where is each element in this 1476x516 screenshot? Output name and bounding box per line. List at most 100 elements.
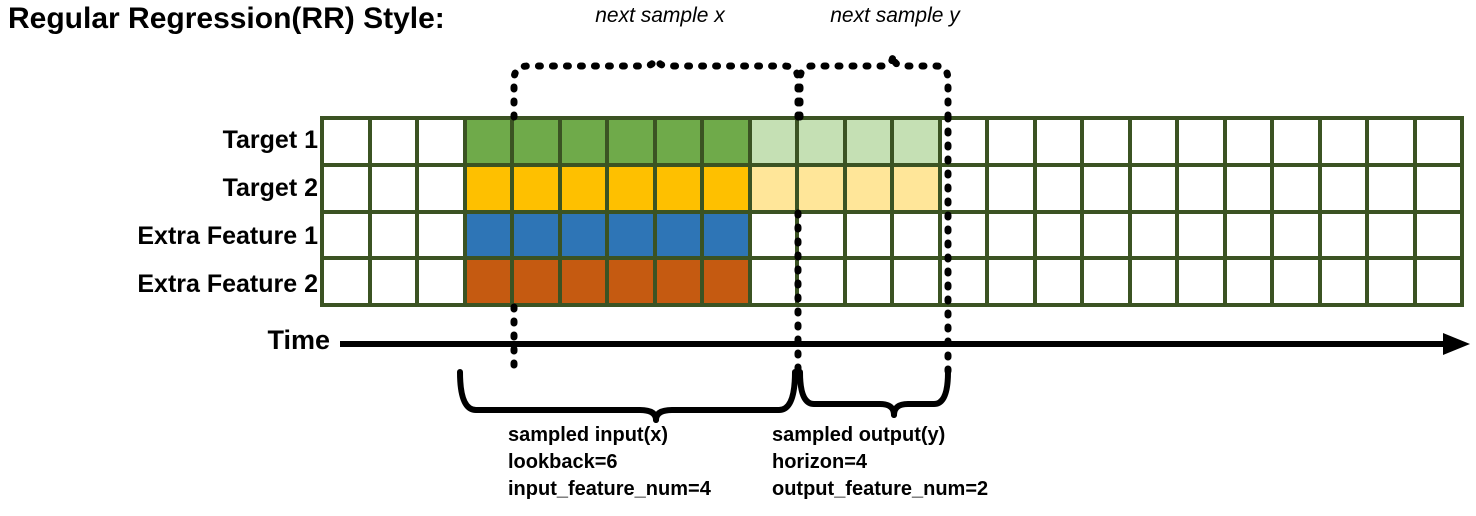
grid-cell-r2-c9 [704,166,748,210]
grid-cell-r2-c15 [989,166,1033,210]
page-title: Regular Regression(RR) Style: [8,2,445,35]
grid-cell-r1-c19 [1179,120,1223,163]
grid-cell-r3-c21 [1274,213,1318,257]
grid-cell-r1-c16 [1036,120,1080,163]
grid-cell-r4-c23 [1369,260,1413,303]
caption-sampled-input: sampled input(x) lookback=6 input_featur… [508,422,711,503]
grid-cell-r4-c20 [1226,260,1270,303]
row-label-extra-feature-1: Extra Feature 1 [137,222,318,250]
grid-cell-r4-c18 [1131,260,1175,303]
grid-cell-r1-c7 [609,120,653,163]
grid-cell-r3-c4 [466,213,510,257]
grid-cell-r1-c21 [1274,120,1318,163]
grid-cell-r2-c22 [1321,166,1365,210]
grid-cell-r1-c4 [466,120,510,163]
grid-cell-r2-c13 [894,166,938,210]
grid-cell-r1-c24 [1416,120,1460,163]
grid-cell-r1-c8 [656,120,700,163]
grid-cell-r4-c24 [1416,260,1460,303]
grid-cell-r4-c7 [609,260,653,303]
grid-cell-r4-c21 [1274,260,1318,303]
grid-cell-r1-c2 [371,120,415,163]
caption-sampled-input-lookback: lookback=6 [508,451,618,473]
grid-cell-r4-c19 [1179,260,1223,303]
grid-cell-r2-c18 [1131,166,1175,210]
row-label-extra-feature-2: Extra Feature 2 [137,270,318,298]
grid-cell-r1-c9 [704,120,748,163]
grid-cell-r4-c9 [704,260,748,303]
grid-cell-r4-c12 [846,260,890,303]
grid-cell-r2-c14 [941,166,985,210]
grid-cell-r1-c3 [419,120,463,163]
grid-cell-r4-c1 [324,260,368,303]
grid-cell-r2-c1 [324,166,368,210]
grid-cell-r4-c2 [371,260,415,303]
grid-cell-r2-c5 [514,166,558,210]
time-axis-arrow [340,333,1470,355]
grid-cell-r2-c3 [419,166,463,210]
caption-next-sample-y: next sample y [830,4,960,27]
caption-sampled-output-horizon: horizon=4 [772,451,868,473]
top-brace-next-sample-y [796,50,952,121]
bottom-brace-sampled-output [797,369,951,418]
grid-cell-r3-c3 [419,213,463,257]
grid-cell-r3-c17 [1084,213,1128,257]
grid-cell-r2-c24 [1416,166,1460,210]
grid-cell-r2-c17 [1084,166,1128,210]
time-axis-label: Time [267,325,330,355]
grid-cell-r3-c1 [324,213,368,257]
caption-sampled-output-featurenum: output_feature_num=2 [772,478,989,500]
grid-cell-r3-c19 [1179,213,1223,257]
grid-cell-r3-c7 [609,213,653,257]
grid-cell-r3-c9 [704,213,748,257]
grid-cell-r4-c17 [1084,260,1128,303]
grid-cell-r1-c18 [1131,120,1175,163]
grid-cell-r3-c16 [1036,213,1080,257]
grid-cell-r2-c4 [466,166,510,210]
grid-cell-r2-c2 [371,166,415,210]
grid-cell-r3-c6 [561,213,605,257]
grid-cell-r1-c23 [1369,120,1413,163]
grid-cell-r2-c8 [656,166,700,210]
grid-cell-r2-c16 [1036,166,1080,210]
grid-cell-r4-c11 [799,260,843,303]
grid-cell-r1-c22 [1321,120,1365,163]
grid-cell-r4-c8 [656,260,700,303]
grid-cell-r4-c3 [419,260,463,303]
grid-cell-r3-c11 [799,213,843,257]
grid-cell-r1-c10 [751,120,795,163]
grid-cell-r2-c10 [751,166,795,210]
grid-cell-r1-c17 [1084,120,1128,163]
grid-cell-r4-c5 [514,260,558,303]
grid-cell-r3-c15 [989,213,1033,257]
grid-cell-r4-c4 [466,260,510,303]
grid-cell-r2-c21 [1274,166,1318,210]
caption-sampled-output-title: sampled output(y) [772,424,946,446]
grid-cell-r3-c24 [1416,213,1460,257]
grid-cell-r4-c14 [941,260,985,303]
grid-cell-r3-c20 [1226,213,1270,257]
grid-cell-r4-c13 [894,260,938,303]
grid-cell-r2-c11 [799,166,843,210]
grid-cell-r2-c12 [846,166,890,210]
grid-cell-r4-c15 [989,260,1033,303]
grid-cell-r2-c6 [561,166,605,210]
top-brace-next-sample-x [510,50,802,121]
grid-cell-r3-c23 [1369,213,1413,257]
grid-cell-r4-c10 [751,260,795,303]
grid-cell-r1-c15 [989,120,1033,163]
grid-cell-r3-c18 [1131,213,1175,257]
caption-sampled-output: sampled output(y) horizon=4 output_featu… [772,422,988,503]
grid-cell-r1-c20 [1226,120,1270,163]
grid-cell-r1-c6 [561,120,605,163]
grid-cell-r3-c13 [894,213,938,257]
grid-cell-r1-c12 [846,120,890,163]
grid-cell-r3-c12 [846,213,890,257]
grid-cell-r2-c23 [1369,166,1413,210]
grid-cell-r1-c5 [514,120,558,163]
timeline-grid [320,116,1464,307]
grid-cell-r1-c1 [324,120,368,163]
grid-cell-r2-c19 [1179,166,1223,210]
grid-cell-r2-c7 [609,166,653,210]
